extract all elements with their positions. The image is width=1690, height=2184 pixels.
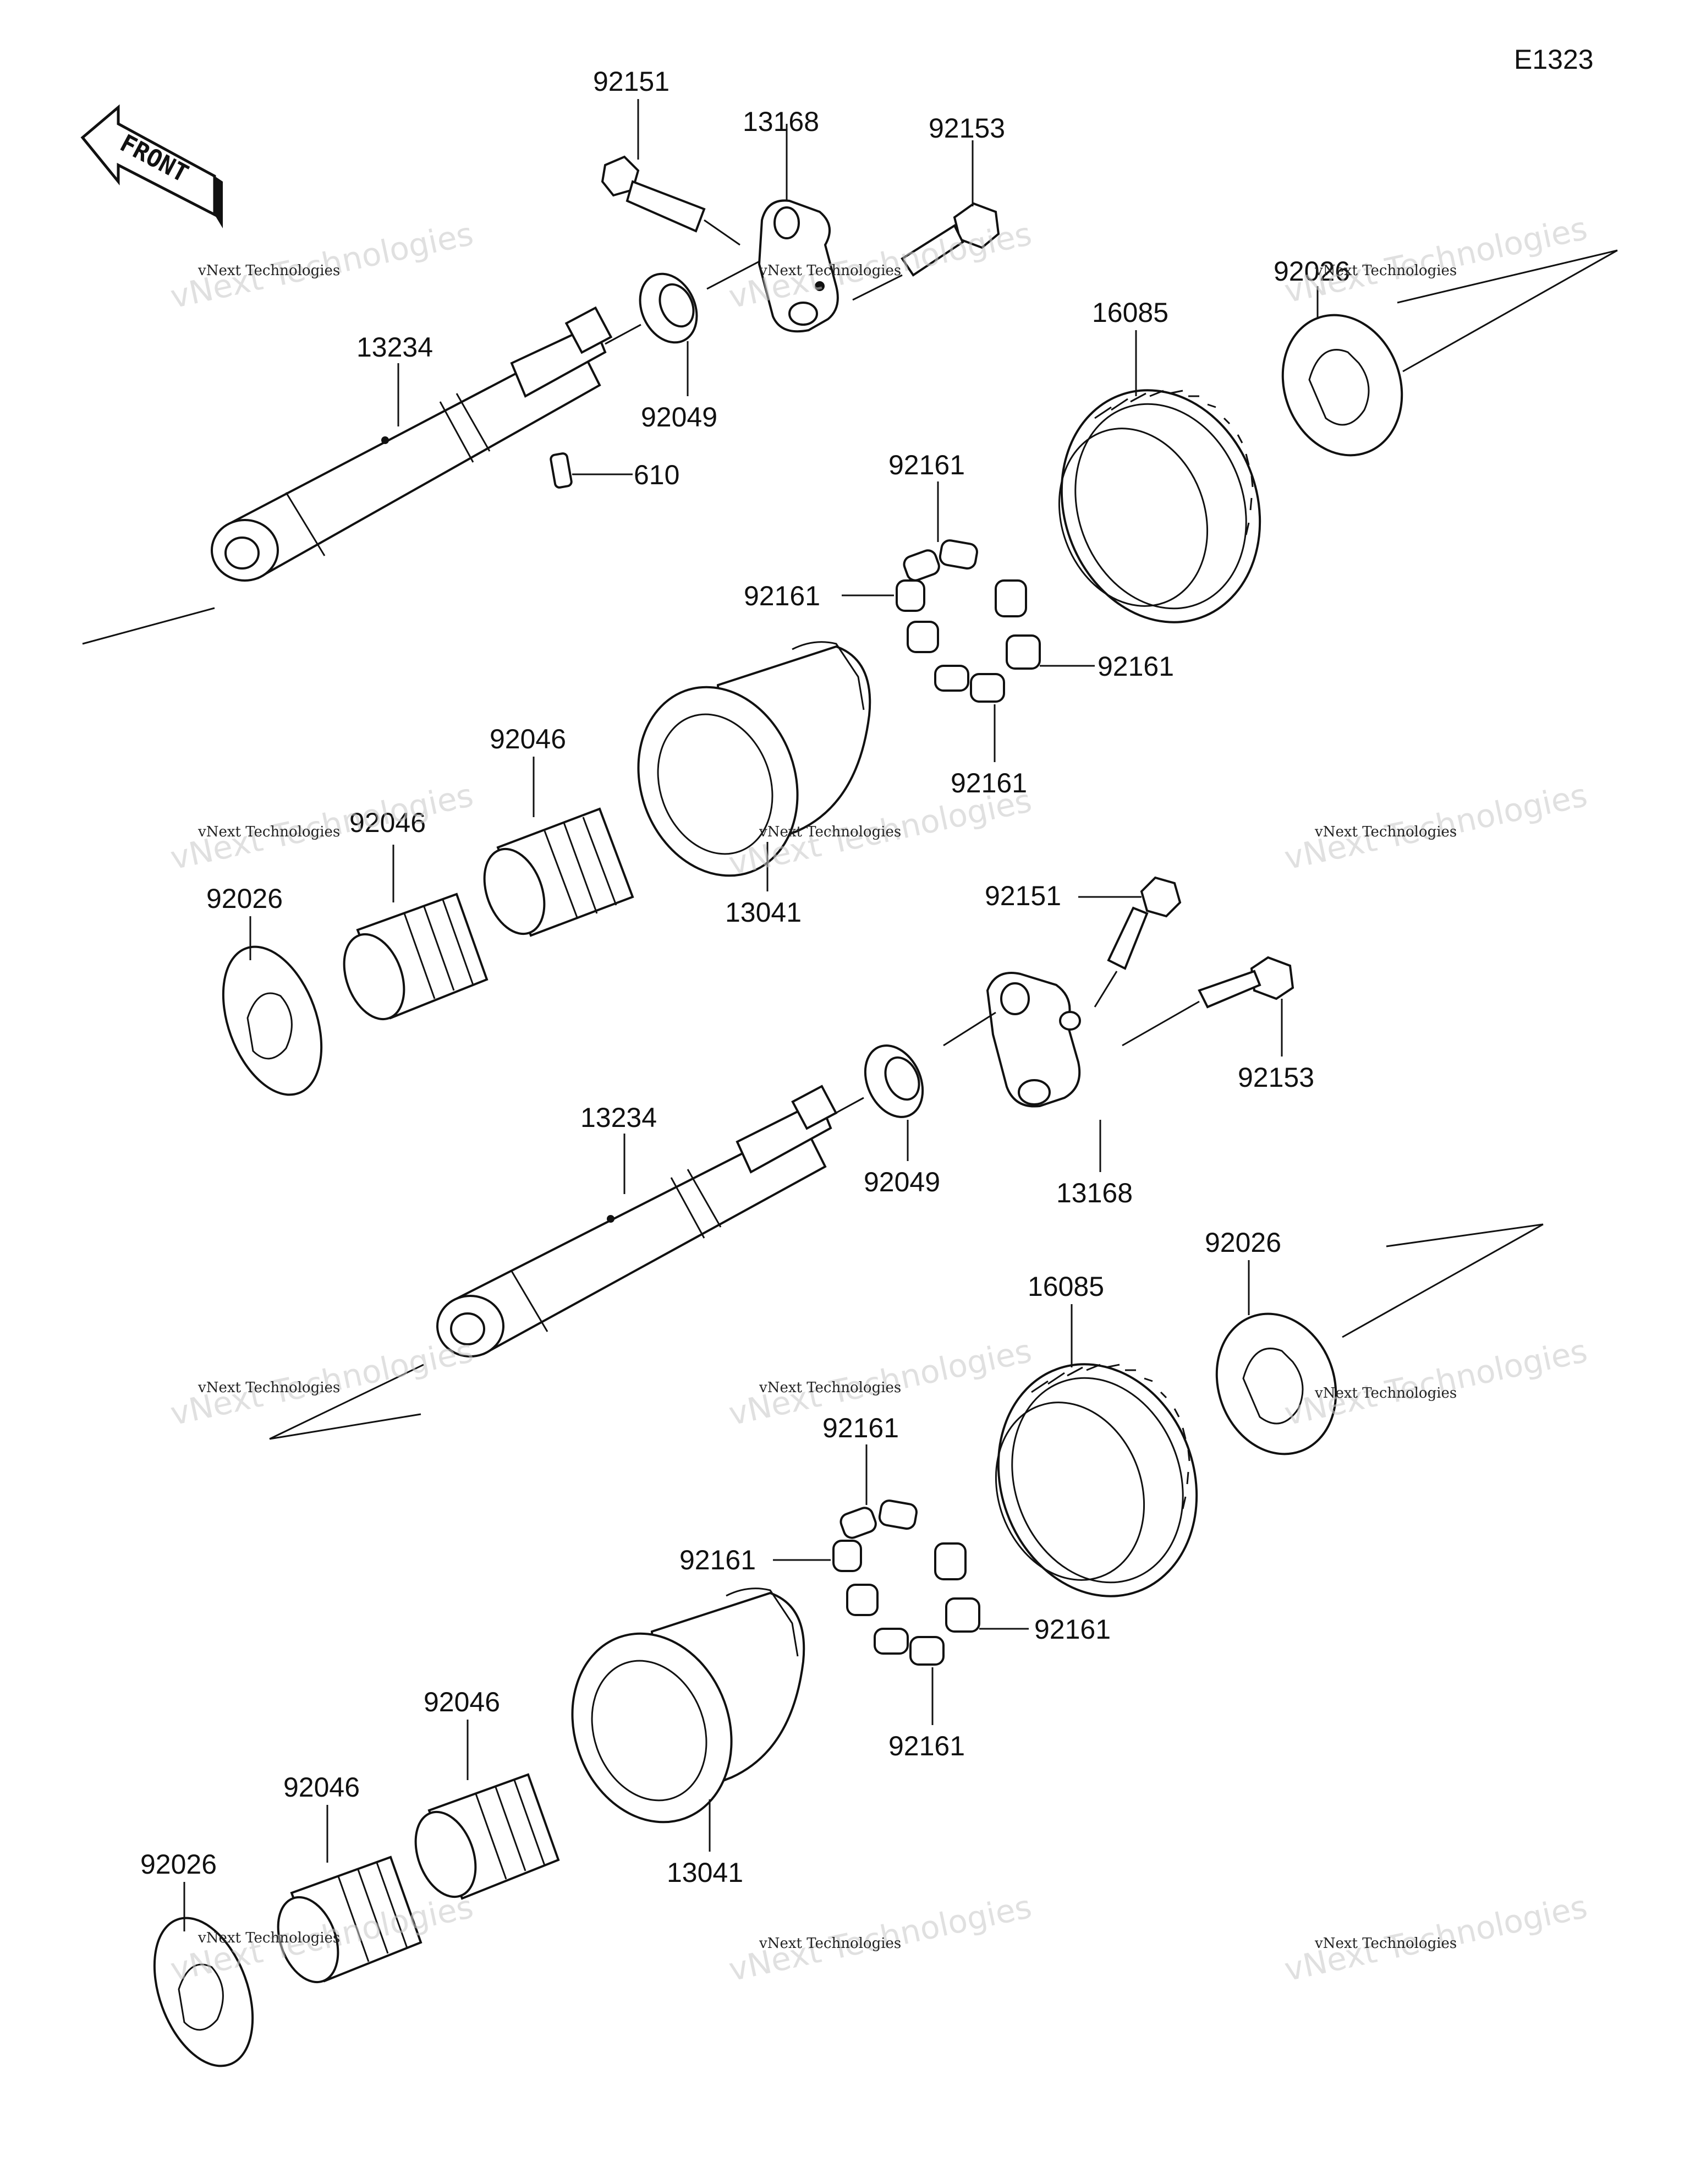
pin-610 (550, 452, 573, 489)
label-92046-lower: 92046 (349, 807, 426, 838)
lever-13168 (758, 199, 839, 333)
svg-text:vNext Technologies: vNext Technologies (197, 1380, 340, 1396)
label-92161-left: 92161 (744, 581, 820, 611)
label-92026-left: 92026 (206, 883, 283, 914)
oil-seal-92049-b (864, 1044, 924, 1118)
label-92161-b-top: 92161 (822, 1413, 899, 1443)
label-92161-b-right: 92161 (1034, 1614, 1111, 1645)
washer-92026-b (1215, 1312, 1337, 1455)
needle-bearing-92046 (483, 807, 634, 937)
needle-bearing-92046-b-lower (277, 1855, 422, 1984)
label-92161-bottom: 92161 (951, 768, 1027, 798)
needle-bearing-92046-b (414, 1773, 560, 1900)
svg-text:vNext Technologies: vNext Technologies (759, 824, 901, 840)
label-92151-b: 92151 (985, 880, 1061, 911)
label-92151: 92151 (593, 66, 670, 97)
gear-16085 (1058, 389, 1261, 623)
axis-line (1397, 249, 1618, 304)
label-13234: 13234 (356, 332, 433, 363)
label-92026-b-left: 92026 (140, 1849, 217, 1880)
label-16085-b: 16085 (1028, 1271, 1104, 1302)
label-13168-b: 13168 (1056, 1178, 1133, 1208)
label-13234-b: 13234 (580, 1102, 657, 1133)
label-92161-b-bottom: 92161 (888, 1731, 965, 1761)
lever-13168-b (986, 972, 1081, 1108)
axis-line (1402, 249, 1618, 373)
label-13041-b: 13041 (667, 1857, 743, 1888)
bolt-92151-b (1107, 876, 1182, 970)
axis-line (269, 1413, 421, 1440)
label-92153: 92153 (929, 113, 1005, 144)
label-92026-b-right: 92026 (1205, 1227, 1281, 1258)
svg-text:vNext Technologies: vNext Technologies (1314, 1385, 1457, 1402)
damper-ring-92161 (896, 539, 1041, 703)
washer-92026-left (222, 945, 323, 1096)
diagram-code: E1323 (1514, 44, 1594, 75)
front-arrow-icon: FRONT (80, 104, 223, 228)
label-610: 610 (634, 459, 679, 490)
label-92161-b-left: 92161 (679, 1545, 756, 1575)
svg-text:vNext Technologies: vNext Technologies (759, 262, 901, 279)
hub-13041-b (571, 1588, 805, 1824)
gear-16085-b (995, 1363, 1198, 1597)
axis-line (1386, 1223, 1544, 1247)
washer-92026 (1281, 314, 1403, 457)
shaft-13234-b (436, 1085, 838, 1358)
oil-seal-92049 (639, 272, 698, 344)
hub-13041 (637, 641, 871, 877)
svg-text:vNext Technologies: vNext Technologies (197, 1930, 340, 1946)
bolt-92153-b (1198, 956, 1294, 1009)
label-13168: 13168 (743, 106, 819, 137)
svg-text:vNext Technologies: vNext Technologies (759, 1935, 901, 1952)
label-92046-upper: 92046 (490, 724, 566, 754)
label-92049-b: 92049 (864, 1167, 940, 1197)
damper-ring-92161-b (832, 1499, 980, 1666)
label-92161-top: 92161 (888, 450, 965, 480)
label-16085: 16085 (1092, 297, 1168, 328)
svg-text:vNext Technologies: vNext Technologies (1314, 1935, 1457, 1952)
svg-text:vNext Technologies: vNext Technologies (197, 262, 340, 279)
label-92046-b-lower: 92046 (283, 1772, 360, 1803)
axis-line (1342, 1223, 1544, 1338)
svg-text:vNext Technologies: vNext Technologies (1314, 262, 1457, 279)
needle-bearing-92046-lower (343, 893, 489, 1021)
label-92161-right: 92161 (1098, 651, 1174, 682)
svg-text:vNext Technologies: vNext Technologies (1314, 824, 1457, 840)
axis-line (269, 1364, 424, 1440)
bolt-92153 (901, 202, 1000, 277)
bolt-92151 (601, 155, 706, 233)
label-13041: 13041 (725, 897, 802, 928)
svg-text:vNext Technologies: vNext Technologies (197, 824, 340, 840)
svg-text:vNext Technologies: vNext Technologies (759, 1380, 901, 1396)
label-92046-b-upper: 92046 (424, 1687, 500, 1717)
label-92026-right: 92026 (1274, 256, 1350, 287)
label-92049: 92049 (641, 402, 717, 433)
axis-line (82, 607, 215, 645)
shaft-13234 (211, 306, 613, 582)
label-92153-b: 92153 (1238, 1062, 1314, 1093)
washer-92026-b-left (153, 1917, 254, 2067)
